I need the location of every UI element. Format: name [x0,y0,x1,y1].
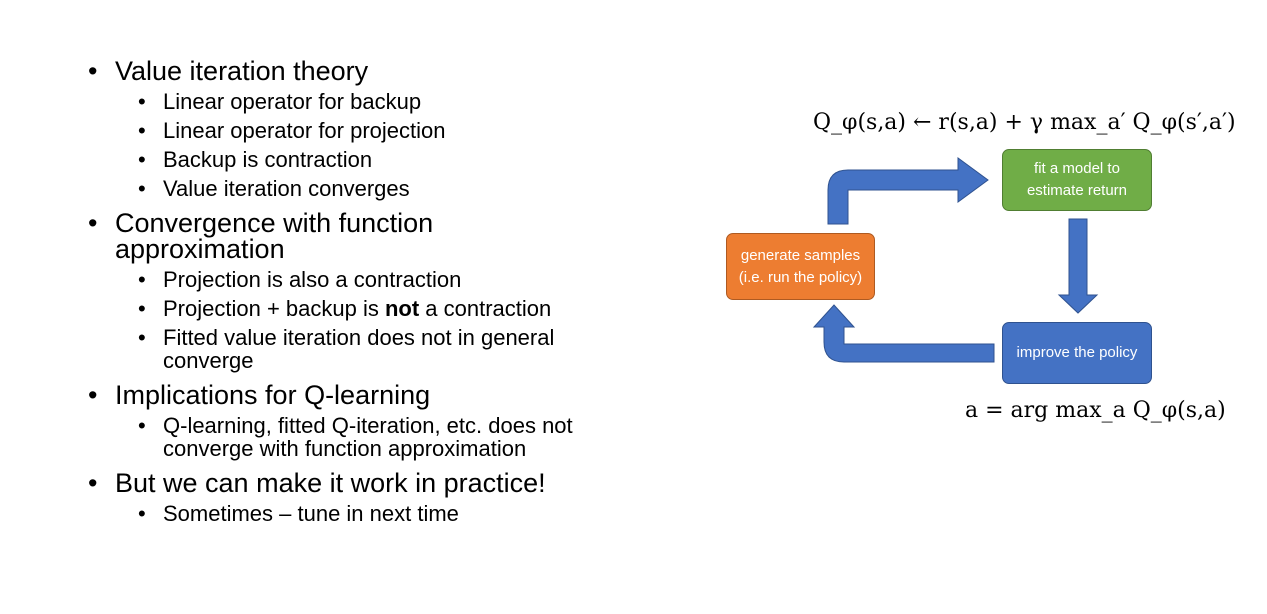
bullet-text: Implications for Q-learning [115,380,431,410]
sub-bullet-before: Projection + backup is [163,296,385,321]
bullet-dot: • [88,468,98,498]
arrow-fit-to-improve [1057,218,1099,314]
bullet-dot: • [138,267,146,292]
fit-model-box: fit a model to estimate return [1002,149,1152,211]
sub-bullet-text: Linear operator for backup [163,89,422,114]
sub-bullet-text: Fitted value iteration does not in gener… [163,325,555,373]
sub-bullet: • Projection is also a contraction [138,268,648,291]
policy-equation: a = arg max_a Q_φ(s,a) [965,398,1226,423]
sub-bullet-text: Sometimes – tune in next time [163,501,459,526]
improve-policy-box: improve the policy [1002,322,1152,384]
bullet-dot: • [138,325,146,350]
sub-bullet-bold: not [384,296,420,321]
bullet-dot: • [138,296,146,321]
sub-bullet: • Fitted value iteration does not in gene… [138,326,613,372]
sub-bullet-text: Value iteration converges [163,176,410,201]
bullet-text: But we can make it work in practice! [115,468,546,498]
arrow-improve-to-generate [812,304,995,363]
fit-model-label: fit a model to estimate return [1026,160,1128,199]
sub-bullet: • Sometimes – tune in next time [138,502,648,525]
sub-bullet: • Backup is contraction [138,148,648,171]
generate-samples-label: generate samples (i.e. run the policy) [738,246,863,286]
bullet-list: • Value iteration theory • Linear operator… [88,56,648,526]
sub-bullet-text: Backup is contraction [163,147,373,172]
improve-policy-label: improve the policy [1016,344,1138,361]
bullet-dot: • [138,118,146,143]
bullet-dot: • [138,147,146,172]
bullet-dot: • [88,380,98,410]
bullet-text: Convergence with function approximation [115,208,434,264]
bullet-dot: • [138,413,146,438]
sub-bullet-text: Projection is also a contraction [163,267,462,292]
bullet-dot: • [138,176,146,201]
q-update-equation: Q_φ(s,a) ← r(s,a) + γ max_a′ Q_φ(s′,a′) [813,110,1236,135]
sub-bullet-text: Linear operator for projection [163,118,446,143]
generate-samples-box: generate samples (i.e. run the policy) [726,233,875,300]
sub-bullet: • Value iteration converges [138,177,648,200]
bullet-text: Value iteration theory [115,56,369,86]
sub-bullet-after: a contraction [419,296,552,321]
sub-bullet: • Projection + backup is not a contractio… [138,297,648,320]
bullet-convergence: • Convergence with function approximation [88,208,495,264]
bullet-dot: • [138,89,146,114]
bullet-implications: • Implications for Q-learning [88,380,648,410]
bullet-practice: • But we can make it work in practice! [88,468,648,498]
sub-bullet: • Linear operator for backup [138,90,648,113]
bullet-value-iteration-theory: • Value iteration theory [88,56,648,86]
sub-bullet: • Linear operator for projection [138,119,648,142]
bullet-dot: • [138,501,146,526]
sub-bullet-text: Q-learning, fitted Q-iteration, etc. doe… [163,413,573,461]
bullet-dot: • [88,56,98,86]
bullet-dot: • [88,208,98,238]
sub-bullet: • Q-learning, fitted Q-iteration, etc. do… [138,414,633,460]
arrow-generate-to-fit [827,157,989,225]
